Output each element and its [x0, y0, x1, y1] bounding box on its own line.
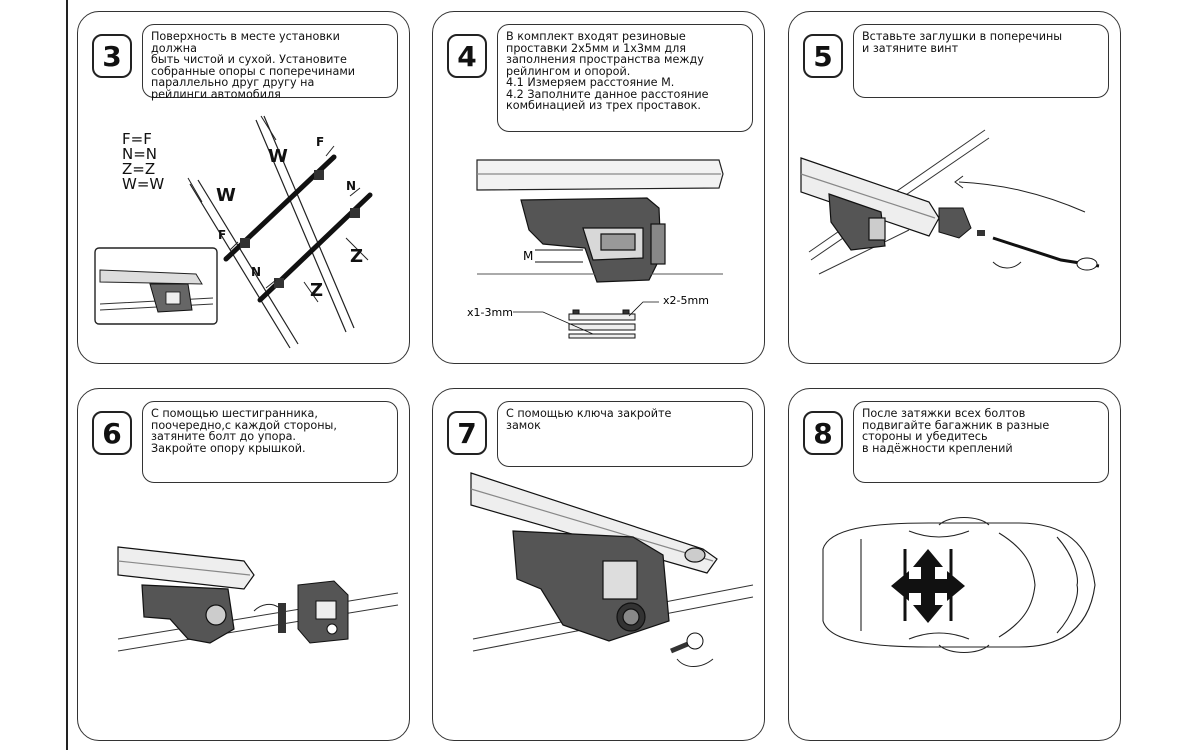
step-number: 6: [92, 411, 132, 455]
step-8-card: 8 После затяжки всех болтов подвигайте б…: [788, 388, 1121, 741]
support-foot: [141, 584, 235, 644]
car-top-view-diagram: [822, 516, 1096, 654]
label-w-left: W: [216, 185, 236, 206]
step-3-card: 3 Поверхность в месте установки должна б…: [77, 11, 410, 364]
crossbar: [470, 472, 718, 574]
car-outline: [822, 516, 1096, 654]
foot-rear-left: [274, 278, 284, 288]
step-number: 4: [447, 34, 487, 78]
step-instruction: Вставьте заглушки в поперечины и затянит…: [853, 24, 1109, 98]
step-instruction: С помощью шестигранника, поочередно,с ка…: [142, 401, 398, 483]
end-cap: [938, 207, 972, 239]
lock-closing-diagram: [470, 472, 754, 667]
roof-rail-right: [255, 115, 355, 333]
label-n-left: N: [251, 265, 261, 279]
legend-nn: N=N: [122, 145, 157, 163]
rubber-spacers: [568, 309, 636, 339]
foot-front-right: [314, 170, 324, 180]
legend-zz: Z=Z: [122, 160, 155, 178]
step-4-card: 4 В комплект входят резиновые проставки …: [432, 11, 765, 364]
step-instruction: В комплект входят резиновые проставки 2х…: [497, 24, 753, 132]
label-f-right: F: [316, 135, 324, 149]
step-5-card: 5 Вставьте заглушки в поперечины и затян…: [788, 11, 1121, 364]
step-number: 5: [803, 34, 843, 78]
crossbar-installation-diagram: F=F N=N Z=Z W=W W W F F: [94, 115, 373, 349]
label-f-left: F: [218, 228, 226, 242]
label-m: M: [523, 249, 533, 263]
label-x2-5mm: x2-5mm: [663, 294, 709, 307]
foot-front-left: [240, 238, 250, 248]
step-number: 7: [447, 411, 487, 455]
legend-ff: F=F: [122, 130, 152, 148]
label-n-right: N: [346, 179, 356, 193]
inset-foot-detail: [94, 247, 218, 325]
hex-key: [278, 603, 286, 633]
crossbar-profile: [476, 159, 724, 191]
step-instruction: С помощью ключа закройте замок: [497, 401, 753, 467]
support-foot: [512, 530, 670, 642]
label-z-left: Z: [310, 280, 323, 301]
step-instruction: Поверхность в месте установки должна быт…: [142, 24, 398, 100]
foot-rear-right: [350, 208, 360, 218]
step-6-card: 6 С помощью шестигранника, поочередно,с …: [77, 388, 410, 741]
end-cap-diagram: [800, 129, 1100, 275]
spacer-measurement-diagram: M x1-3mm x2-5mm: [467, 159, 724, 339]
four-way-arrow-icon: [891, 549, 965, 623]
hex-key-tightening-diagram: [117, 546, 399, 652]
screw: [977, 230, 985, 236]
label-x1-3mm: x1-3mm: [467, 306, 513, 319]
roof-rail-left: [189, 179, 299, 349]
label-z-right: Z: [350, 246, 363, 267]
legend-ww: W=W: [122, 175, 164, 193]
page-margin-line: [66, 0, 68, 750]
step-7-card: 7 С помощью ключа закройте замок: [432, 388, 765, 741]
step-number: 8: [803, 411, 843, 455]
label-w-right: W: [268, 146, 288, 167]
step-number: 3: [92, 34, 132, 78]
step-instruction: После затяжки всех болтов подвигайте баг…: [853, 401, 1109, 483]
